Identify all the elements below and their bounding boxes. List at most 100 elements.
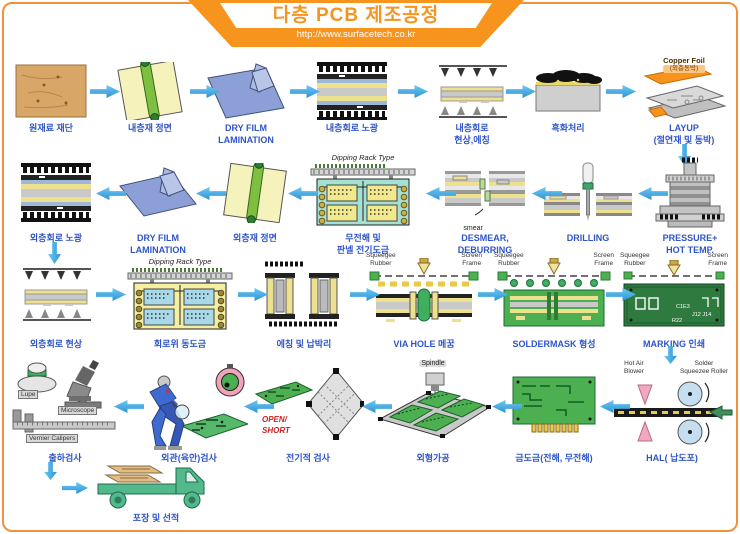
step-label: 외층회로 현상 <box>29 339 83 349</box>
solder-roller-label-line2: Squeezee Roller <box>679 367 728 375</box>
spray-develop-icon <box>23 268 91 321</box>
step-drilling: DRILLING <box>538 156 638 245</box>
squeegee-label-line1: Squeegee <box>620 252 650 259</box>
step-pattern-plating: Dipping Rack Type <box>118 252 242 351</box>
dipping-rack-label: Dipping Rack Type <box>331 153 395 162</box>
step-electroless-panel-plating: Dipping Rack Type <box>302 150 424 256</box>
squeegee-label-line1: Squeegee <box>494 252 524 259</box>
dry-film-icon <box>119 167 197 217</box>
step-label: 원재료 재단 <box>29 123 73 133</box>
step-layup: Copper Foil (외층동박) LAYUP(절연재 및 동박) <box>634 56 734 146</box>
step-electrical-test: OPEN/SHORT 전기적 검사 <box>252 360 364 465</box>
soldermask-icon <box>497 258 611 327</box>
step-label-line2: (절연재 및 동박) <box>653 134 715 145</box>
step-shipping-inspection: Lupe Microscope Vernier Calipers 출하검사 <box>6 360 124 465</box>
copper-foil-label: Copper Foil <box>663 56 705 65</box>
step-packing-shipping: 포장 및 선적 <box>90 458 222 525</box>
spray-etch-icon <box>439 65 507 118</box>
screen-label-line2: Frame <box>708 259 728 267</box>
exposure-stack-icon <box>21 163 91 222</box>
title-plate: 다층 PCB 제조공정 <box>220 3 492 28</box>
visual-inspection-icon <box>149 364 248 450</box>
screen-label-line1: Screen <box>707 252 728 259</box>
step-label: 에칭 및 납박리 <box>276 339 332 349</box>
step-label: 외형가공 <box>416 453 450 463</box>
step-gold-plating: 금도금(전해, 무전해) <box>504 360 604 465</box>
step-label-line1: LAYUP <box>669 123 699 133</box>
step-label-line2: LAMINATION <box>130 244 186 255</box>
wood-panel-icon <box>15 64 87 118</box>
step-label: 전기적 검사 <box>286 453 330 463</box>
step-label: 외층재 정면 <box>233 233 277 243</box>
hot-press-icon <box>655 157 725 228</box>
copper-foil-sublabel: (외층동박) <box>663 65 705 73</box>
marking-board-icon <box>623 260 725 327</box>
screen-label-line1: Screen <box>593 252 614 259</box>
step-label-line1: 내층회로 <box>455 123 489 133</box>
step-label: MARKING 인쇄 <box>642 339 706 349</box>
spindle-label: Spindle <box>419 360 447 367</box>
page-title: 다층 PCB 제조공정 <box>272 5 440 26</box>
open-text: OPEN/ <box>262 415 287 425</box>
layup-stack-icon <box>643 65 727 119</box>
step-label: HAL( 납도포) <box>646 453 698 463</box>
screen-label-line1: Screen <box>461 252 482 259</box>
step-label: 출하검사 <box>48 453 82 463</box>
title-banner: 다층 PCB 제조공정 http://www.surfacetech.co.kr <box>188 0 524 47</box>
step-inner-expose: 내층회로 노광 <box>306 62 398 135</box>
flow-arrow-right <box>62 482 88 494</box>
microscope-label: Microscope <box>58 406 98 415</box>
panel-roller-icon <box>223 163 287 223</box>
plating-tank-icon <box>310 164 416 226</box>
hot-air-label-line1: Hot Air <box>624 360 644 367</box>
step-outer-expose: 외층회로 노광 <box>10 156 102 245</box>
step-label: SOLDERMASK 형성 <box>512 339 596 349</box>
step-outer-surface-prep: 외층재 정면 <box>212 156 298 245</box>
squeegee-label-line1: Squeegee <box>366 252 396 259</box>
step-label-line2: LAMINATION <box>218 134 274 145</box>
hot-air-label-line2: Blower <box>624 367 644 375</box>
exposure-stack-icon <box>317 62 387 120</box>
copper-plating-tank-icon <box>127 268 233 330</box>
board-mark-text: C1E3 <box>676 303 690 310</box>
step-label: 내층재 정면 <box>128 123 172 133</box>
electrical-test-icon <box>254 368 364 440</box>
squeegee-label-line2: Rubber <box>498 259 520 267</box>
step-etch-tin-strip: 에칭 및 납박리 <box>254 252 354 351</box>
via-fill-icon <box>369 258 479 322</box>
step-label-line1: PRESSURE+ <box>662 233 718 243</box>
site-url: http://www.surfacetech.co.kr <box>296 29 416 40</box>
step-label-line2: DEBURRING <box>457 244 513 255</box>
etch-strip-icon <box>265 261 339 327</box>
step-label: 내층회로 노광 <box>325 123 379 133</box>
board-mark-text: J12 J14 <box>692 311 712 318</box>
black-oxide-icon <box>535 70 602 112</box>
step-label-line1: 무전해 및 <box>345 233 381 243</box>
routing-spindle-icon <box>378 372 492 438</box>
step-label: 외관(육안)검사 <box>161 453 217 463</box>
short-text: SHORT <box>262 425 290 435</box>
drill-icon <box>544 162 632 221</box>
flow-arrow-right <box>398 85 428 98</box>
panel-roller-icon <box>117 62 183 120</box>
step-inner-surface-prep: 내층재 정면 <box>106 62 194 135</box>
step-label: VIA HOLE 메꿈 <box>393 339 455 349</box>
inspection-tools-icon <box>12 360 116 433</box>
step-label: 흑화처리 <box>551 123 585 133</box>
board-mark-text: R22 <box>672 317 683 324</box>
hal-machine-icon <box>614 381 733 445</box>
truck-icon <box>97 465 205 509</box>
smear-note: smear <box>463 225 483 232</box>
step-routing: Spindle 외형가공 <box>370 360 496 465</box>
step-label: 금도금(전해, 무전해) <box>515 453 593 463</box>
step-label-line2: HOT TEMP. <box>666 244 714 255</box>
lupe-label: Lupe <box>18 390 39 399</box>
step-outer-develop: 외층회로 현상 <box>10 252 102 351</box>
